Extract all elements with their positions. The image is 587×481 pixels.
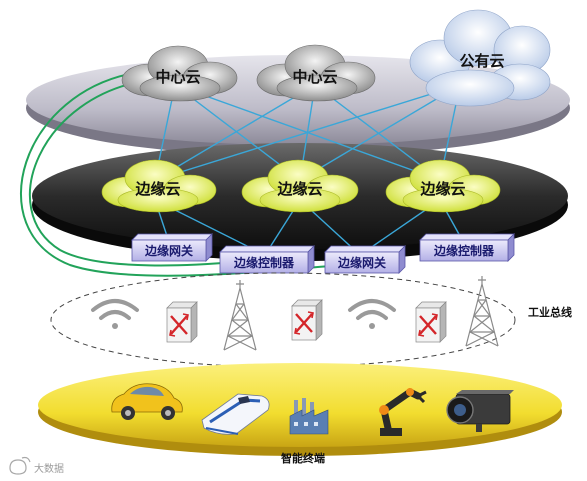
industrial-bus-label: 工业总线 <box>528 305 572 319</box>
edge-gateway-2: 边缘网关 <box>324 245 406 274</box>
gateway-label: 边缘网关 <box>144 243 193 258</box>
watermark: 大数据 <box>9 456 64 475</box>
weibo-logo-icon <box>9 456 31 475</box>
wifi-icon <box>348 299 396 329</box>
camera-icon <box>446 390 514 432</box>
center-cloud-label: 中心云 <box>292 68 337 86</box>
train-icon <box>201 393 270 435</box>
center-cloud-label: 中心云 <box>155 68 200 86</box>
center-cloud-2: 中心云 <box>256 44 376 102</box>
green-link <box>29 79 236 267</box>
switch-icon <box>415 301 447 343</box>
link-line <box>299 84 461 181</box>
edge-gateway-1: 边缘网关 <box>131 233 213 262</box>
controller-label: 边缘控制器 <box>233 255 295 270</box>
bottom-disk <box>38 363 562 447</box>
gateway-label: 边缘网关 <box>337 255 386 270</box>
smart-terminal-label: 智能终端 <box>281 451 325 465</box>
link-line <box>154 84 461 181</box>
factory-icon <box>289 398 329 435</box>
edge-cloud-label: 边缘云 <box>276 180 322 198</box>
center-cloud-1: 中心云 <box>121 45 238 102</box>
edge-cloud-label: 边缘云 <box>134 180 180 198</box>
switch-icon <box>166 301 198 343</box>
edge-cloud-3: 边缘云 <box>385 159 501 213</box>
public-cloud: 公有云 <box>409 9 551 107</box>
wifi-icon <box>91 299 139 329</box>
edge-controller-1: 边缘控制器 <box>219 245 315 274</box>
tower-icon <box>465 276 499 347</box>
public-cloud-label: 公有云 <box>459 52 504 70</box>
link-line <box>154 84 316 181</box>
robot-arm-icon <box>379 387 427 436</box>
tower-icon <box>223 280 257 351</box>
watermark-text: 大数据 <box>34 462 64 475</box>
car-icon <box>111 383 183 420</box>
edge-cloud-1: 边缘云 <box>101 159 217 213</box>
edge-controller-2: 边缘控制器 <box>419 233 515 262</box>
switch-icon <box>291 299 323 341</box>
link-line <box>314 84 441 181</box>
edge-cloud-label: 边缘云 <box>419 180 465 198</box>
controller-label: 边缘控制器 <box>433 243 495 258</box>
edge-cloud-2: 边缘云 <box>241 159 359 213</box>
